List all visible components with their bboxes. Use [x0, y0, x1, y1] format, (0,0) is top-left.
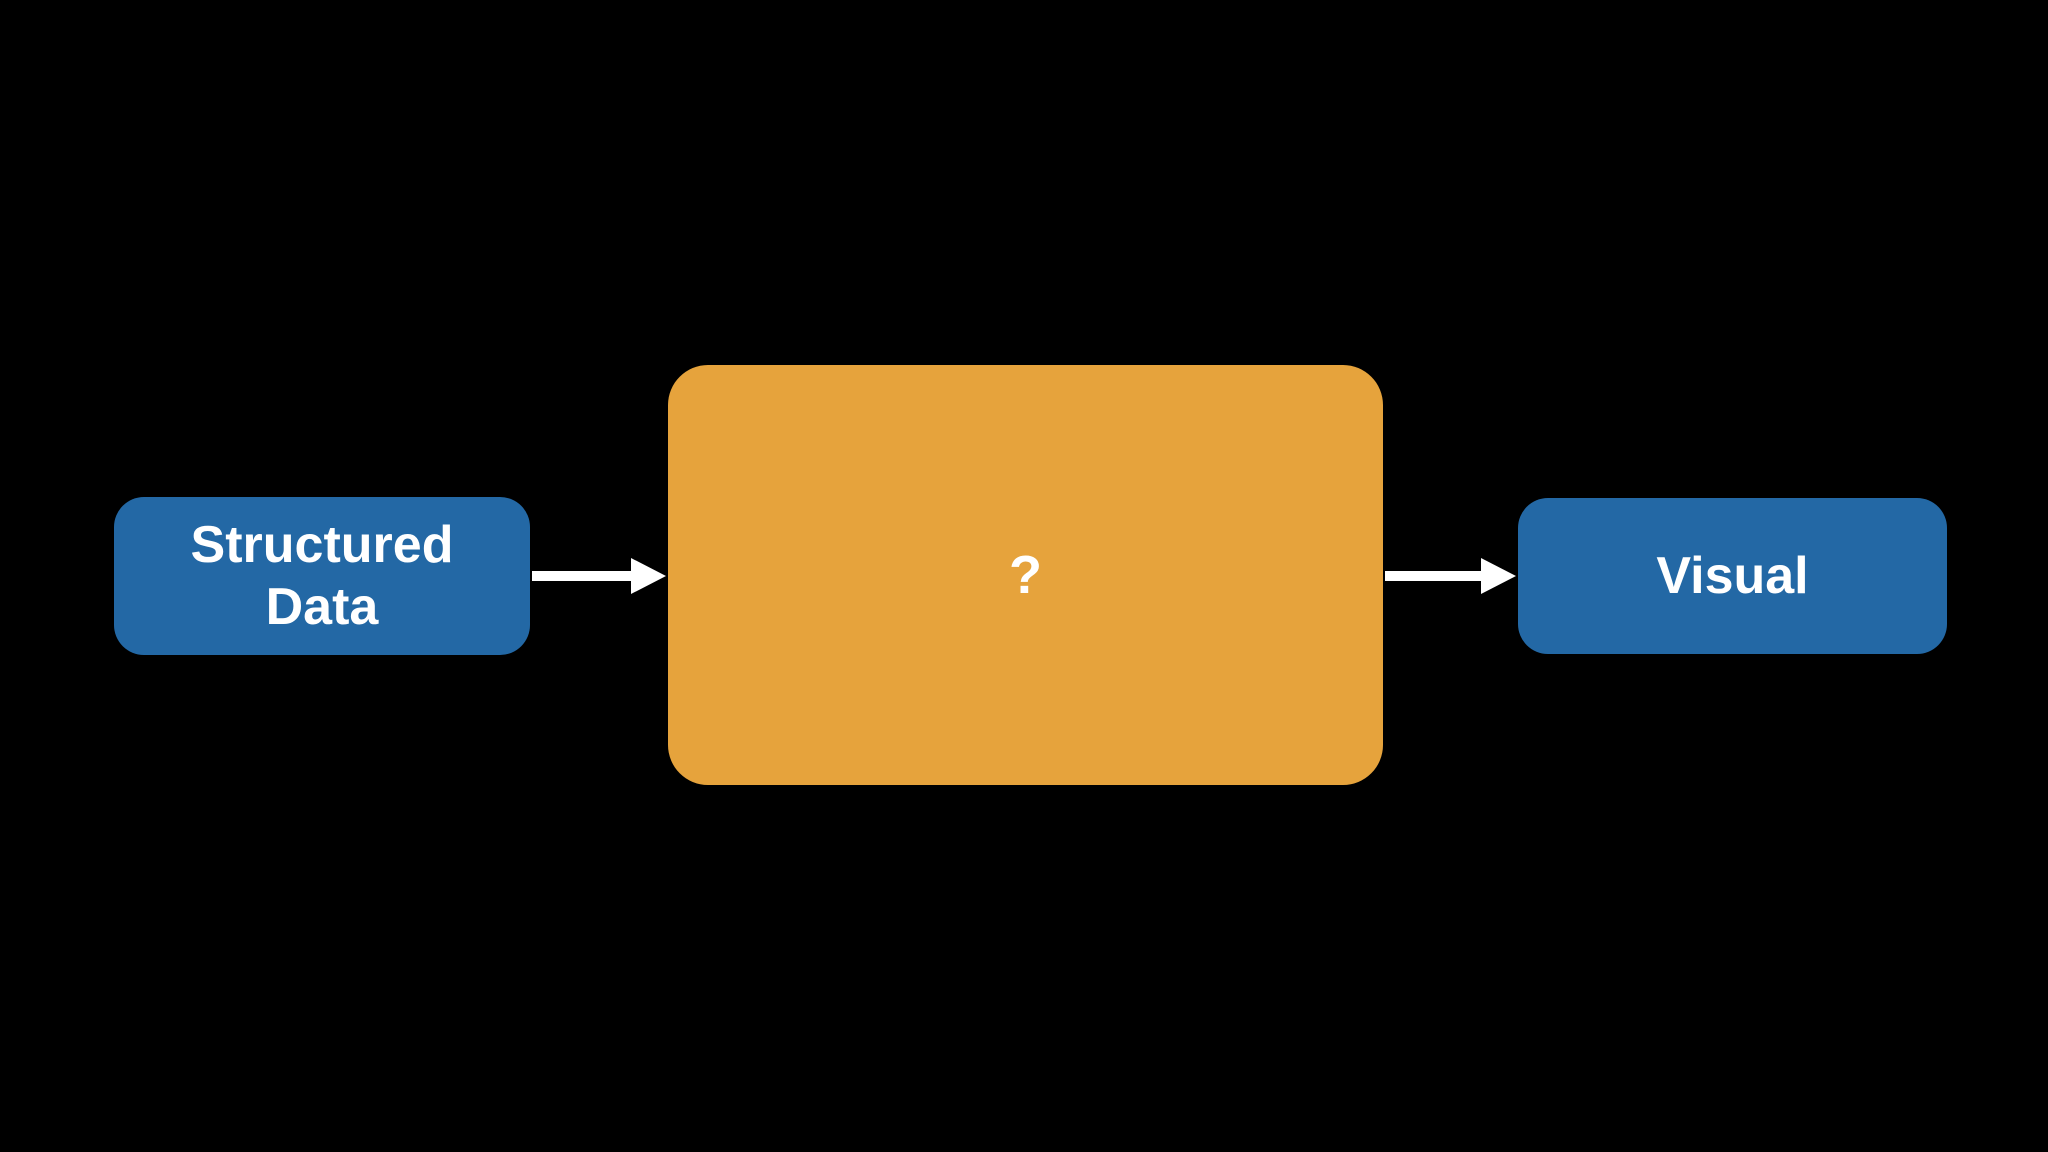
arrow-shaft [1385, 571, 1481, 581]
node-structured-data-label: Structured Data [190, 515, 454, 636]
node-structured-data: Structured Data [114, 497, 530, 655]
node-visual: Visual [1518, 498, 1947, 654]
arrow-head-icon [1481, 558, 1516, 594]
node-unknown-process-label: ? [1009, 545, 1042, 605]
node-unknown-process: ? [668, 365, 1383, 785]
arrow-head-icon [631, 558, 666, 594]
node-visual-label: Visual [1656, 546, 1809, 605]
arrow-shaft [532, 571, 631, 581]
